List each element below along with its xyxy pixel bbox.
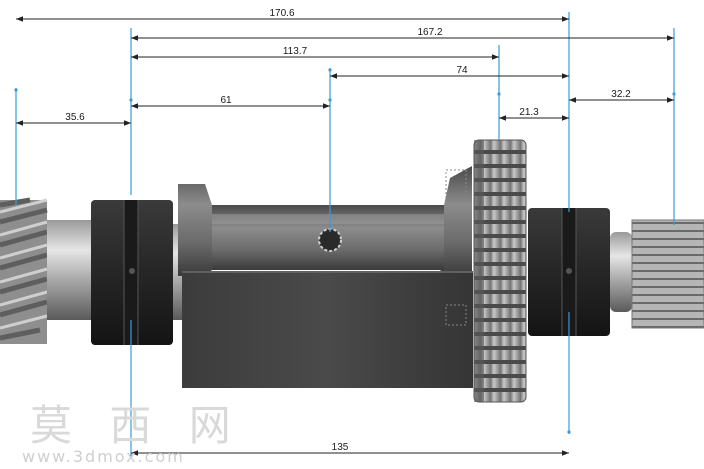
left-bearing <box>91 200 173 345</box>
left-shaft-segment <box>47 220 93 320</box>
dim-label-170-6: 170.6 <box>269 8 294 19</box>
dim-label-113-7: 113.7 <box>283 46 308 57</box>
housing-block <box>182 169 473 388</box>
dim-label-35-6: 35.6 <box>65 112 85 123</box>
dim-label-135: 135 <box>332 442 349 453</box>
extension-line-dots <box>14 68 676 458</box>
dim-label-21-3: 21.3 <box>519 107 539 118</box>
left-helical-gear <box>0 197 48 344</box>
right-bearing <box>528 208 610 336</box>
dim-label-167-2: 167.2 <box>417 27 442 38</box>
right-shaft-collar <box>610 232 632 312</box>
watermark-brand: 莫 西 网 <box>30 401 243 450</box>
spur-gear <box>473 139 527 403</box>
dim-label-74: 74 <box>456 65 468 76</box>
watermark-url: www.3dmox.com <box>22 447 185 466</box>
right-splined-shaft <box>631 219 704 329</box>
dim-label-32-2: 32.2 <box>611 89 631 100</box>
dim-label-61: 61 <box>220 95 232 106</box>
housing-tube <box>178 166 472 276</box>
